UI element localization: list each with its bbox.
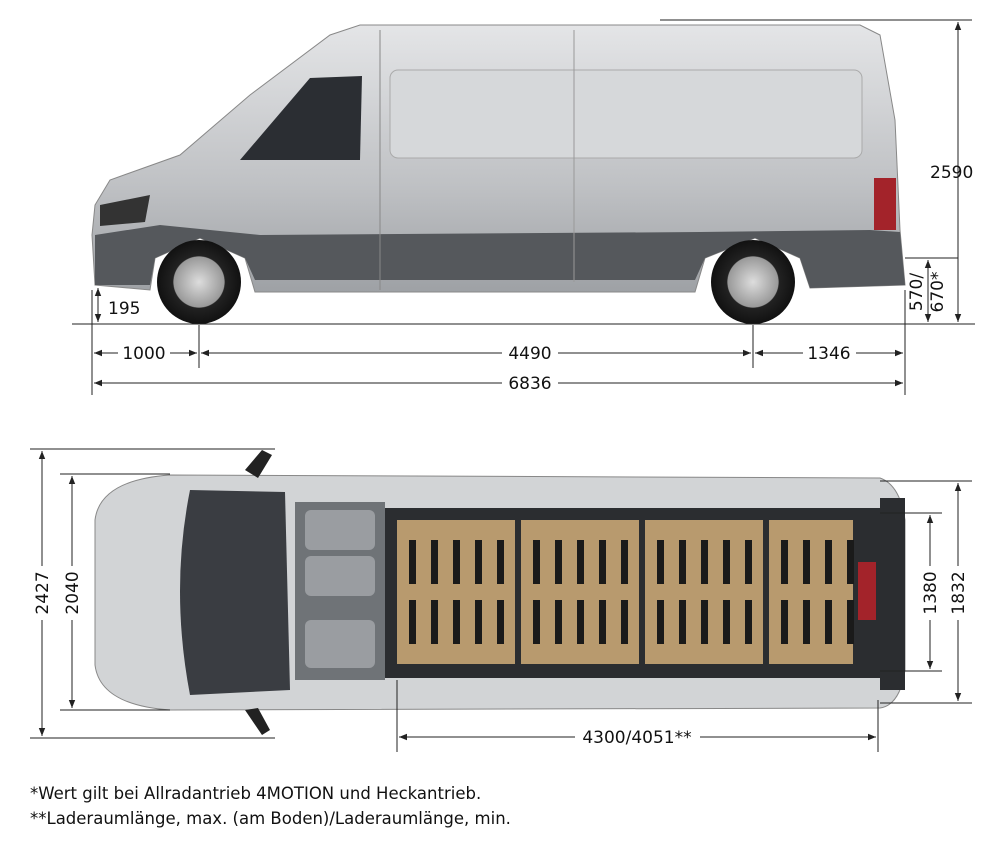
pallet-slot (555, 600, 562, 644)
pallet-slot (555, 540, 562, 584)
pallet-slot (657, 540, 664, 584)
pallet-slot (533, 600, 540, 644)
top-view-dimensions: 2427 2040 1832 1380 4300/4051** (30, 448, 972, 752)
pallet-slot (847, 540, 854, 584)
pallet-slot (475, 600, 482, 644)
dim-width: 2040 (63, 571, 83, 614)
footnote-1: *Wert gilt bei Allradantrieb 4MOTION und… (30, 784, 482, 803)
pallet-slot (657, 600, 664, 644)
footnote-2: **Laderaumlänge, max. (am Boden)/Laderau… (30, 809, 511, 828)
pallet-slot (679, 540, 686, 584)
pallet-slot (599, 600, 606, 644)
lower-body-trim (95, 225, 905, 288)
pallet-slot (745, 600, 752, 644)
pallet-slot (781, 600, 788, 644)
pallet-slot (497, 540, 504, 584)
pallet-slot (431, 600, 438, 644)
pallet-slot (803, 540, 810, 584)
dim-load-sill-height-alt: 670* (928, 272, 948, 313)
pallet-slot (847, 600, 854, 644)
pallet-slot (533, 540, 540, 584)
dim-wheelbase: 4490 (508, 344, 551, 364)
dim-height: 2590 (930, 163, 973, 183)
dim-overall-length: 6836 (508, 374, 551, 394)
dim-cargo-width: 1832 (949, 571, 969, 614)
pallet-slot (825, 540, 832, 584)
pallet-slot (679, 600, 686, 644)
pallet-slot (621, 600, 628, 644)
pallet-slot (577, 600, 584, 644)
front-wheel (157, 240, 241, 324)
rear-doors (880, 498, 905, 690)
pallets (397, 520, 854, 664)
pallet-slot (781, 540, 788, 584)
windshield (180, 490, 290, 695)
pallet-slot (745, 540, 752, 584)
van-side-view (91, 24, 906, 324)
pallet-slot (599, 540, 606, 584)
pallet-slot (577, 540, 584, 584)
dim-width-with-mirrors: 2427 (33, 571, 53, 614)
pallet-slot (825, 600, 832, 644)
dim-ground-clearance: 195 (108, 299, 140, 319)
pallet-slot (723, 600, 730, 644)
van-top-view (94, 450, 906, 735)
side-window (240, 76, 362, 160)
pallet-slot (701, 600, 708, 644)
side-view-dimensions: 2590 195 1000 4490 1346 6836 570/ 670* (72, 19, 975, 395)
pallet-slot (701, 540, 708, 584)
pallet-slot (453, 540, 460, 584)
mirror-left (245, 450, 272, 478)
mirror-right (245, 708, 270, 735)
dim-cargo-length: 4300/4051** (582, 728, 691, 748)
pallet-slot (409, 540, 416, 584)
pallet-slot (431, 540, 438, 584)
dim-front-overhang: 1000 (122, 344, 165, 364)
pallet-slot (453, 600, 460, 644)
cargo-panel (389, 69, 863, 159)
headlight (100, 195, 150, 226)
tail-light (874, 178, 896, 230)
pallet-slot (723, 540, 730, 584)
dim-load-sill-height: 570/ (907, 273, 927, 311)
pallet-slot (621, 540, 628, 584)
rear-wheel (711, 240, 795, 324)
dim-cargo-width-between-arches: 1380 (921, 571, 941, 614)
brake-light (858, 562, 876, 620)
pallet-slot (475, 540, 482, 584)
pallet-slot (803, 600, 810, 644)
dim-rear-overhang: 1346 (807, 344, 850, 364)
pallet-slot (497, 600, 504, 644)
pallet-slot (409, 600, 416, 644)
